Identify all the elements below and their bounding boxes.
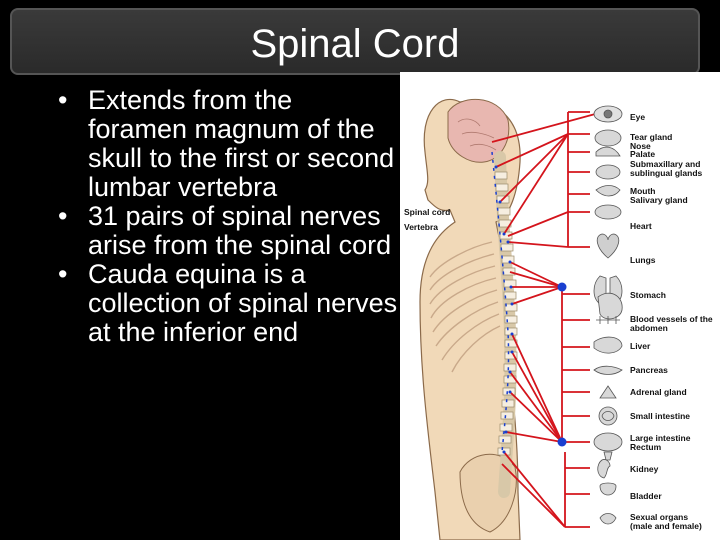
liver-icon: [593, 336, 623, 354]
slide-title-bar: Spinal Cord: [10, 8, 700, 75]
label-bladder: Bladder: [630, 491, 662, 501]
label-sexual-organs: Sexual organs (male and female): [630, 512, 702, 531]
label-small-intestine: Small intestine: [630, 411, 690, 421]
label-adrenal-gland: Adrenal gland: [630, 387, 687, 397]
label-salivary-gland: Salivary gland: [630, 195, 688, 205]
sexual-organs-icon: [599, 513, 617, 525]
salivary-gland-icon: [595, 164, 621, 180]
label-rectum: Rectum: [630, 442, 662, 452]
heart-icon: [596, 233, 620, 259]
bladder-icon: [599, 482, 617, 496]
label-palate: Palate: [630, 149, 656, 159]
bullet-item: • Cauda equina is a collection of spinal …: [58, 260, 398, 347]
pancreas-icon: [593, 365, 623, 375]
small-intestine-icon: [598, 406, 618, 426]
label-lungs: Lungs: [630, 255, 656, 265]
ribs: [429, 241, 501, 373]
stomach-icon: [597, 292, 623, 320]
label-submaxillary: Submaxillary and sublingual glands: [630, 159, 703, 178]
label-large-intestine: Large intestine: [630, 433, 691, 443]
label-vertebra: Vertebra: [404, 222, 439, 232]
large-intestine-icon: [593, 432, 623, 452]
parotid-gland-icon: [594, 204, 622, 220]
nerve-root-dots: [494, 165, 514, 454]
bullet-symbol: •: [58, 259, 68, 289]
bullet-text: Cauda equina is a collection of spinal n…: [88, 259, 398, 347]
bullet-symbol: •: [58, 85, 68, 115]
bullet-text: 31 pairs of spinal nerves arise from the…: [88, 201, 392, 260]
label-blood-vessels: Blood vessels of the abdomen: [630, 314, 713, 333]
blood-vessel-icon: [596, 316, 620, 324]
spinal-cord-line: [491, 151, 510, 453]
brain-shape: [447, 99, 510, 163]
bullet-symbol: •: [58, 201, 68, 231]
bullet-item: • 31 pairs of spinal nerves arise from th…: [58, 202, 398, 260]
rectum-icon: [603, 451, 613, 461]
mouth-icon: [595, 185, 621, 197]
label-nose: Nose: [630, 141, 651, 151]
bullet-item: • Extends from the foramen magnum of the …: [58, 86, 398, 202]
label-tear-gland: Tear gland: [630, 132, 673, 142]
ganglia: [557, 282, 567, 447]
slide-title: Spinal Cord: [250, 22, 460, 66]
label-stomach: Stomach: [630, 290, 666, 300]
bullet-list: • Extends from the foramen magnum of the …: [58, 86, 398, 347]
tear-gland-icon: [594, 129, 622, 147]
spinal-cord-diagram: Spinal cord Vertebra Eye Tear gland Nose…: [400, 72, 720, 540]
label-heart: Heart: [630, 221, 652, 231]
vertebrae: [494, 171, 518, 456]
label-pancreas: Pancreas: [630, 365, 668, 375]
kidney-icon: [597, 459, 611, 479]
anatomy-illustration: [419, 98, 623, 540]
nerve-lines: [491, 109, 611, 528]
adrenal-gland-icon: [599, 385, 617, 399]
label-kidney: Kidney: [630, 464, 659, 474]
label-mouth: Mouth: [630, 186, 656, 196]
nose-icon: [595, 146, 621, 157]
label-spinal-cord: Spinal cord: [404, 207, 451, 217]
label-liver: Liver: [630, 341, 651, 351]
label-eye: Eye: [630, 112, 646, 122]
bullet-text: Extends from the foramen magnum of the s…: [88, 85, 395, 202]
